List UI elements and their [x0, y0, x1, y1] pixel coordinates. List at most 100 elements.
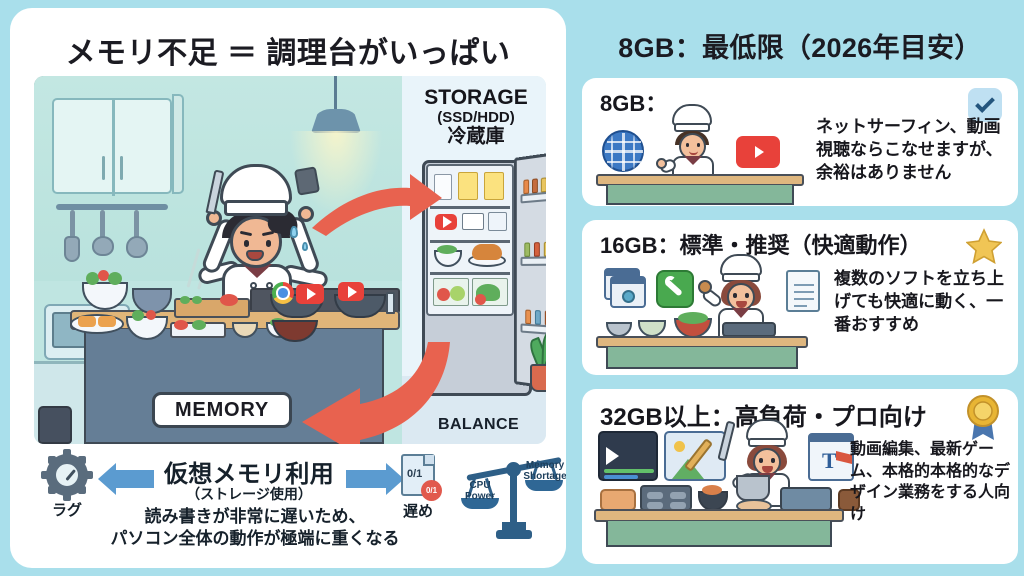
fridge-photo-icon: [488, 212, 507, 231]
document-line-2: [794, 291, 814, 293]
youtube-icon-counter: [296, 284, 324, 304]
medal-badge: [966, 395, 1000, 440]
photo-editor-icon: [664, 431, 726, 481]
tier-card-16gb[interactable]: 16GB：標準・推奨（快適動作）: [582, 220, 1018, 375]
door-bottle-2: [532, 178, 538, 194]
door-bottle-3: [540, 177, 546, 193]
document-icon: 0/1 0/1: [401, 454, 442, 501]
salad-green-1: [86, 272, 99, 285]
fridge-apple: [437, 288, 450, 301]
fish-fillet-2: [98, 316, 116, 327]
gear-tooth-7: [48, 486, 56, 494]
chopped-tomato: [220, 294, 238, 306]
storage-label-line1: STORAGE: [424, 86, 528, 109]
pot-icon: [736, 475, 770, 501]
tray-green: [192, 320, 206, 330]
chef-mouth: [246, 250, 264, 261]
balance-scale-widget: CPU Power Memory Shortage: [458, 452, 566, 552]
door-bottle-6: [533, 242, 540, 257]
document-line-4: [794, 305, 807, 307]
plant-pot-icon: [530, 364, 546, 392]
video-editor-icon: [598, 431, 658, 481]
document-line-3: [794, 298, 814, 300]
settings-gear-icon: [622, 290, 635, 303]
burner-3: [647, 502, 663, 509]
pan-contents: [702, 485, 722, 495]
chef-eye-left: [733, 293, 737, 298]
balance-base-upper: [502, 522, 526, 532]
tier2-scene: [596, 254, 826, 370]
fridge-shelf-3: [430, 272, 510, 275]
utensil-hook-2: [100, 210, 105, 240]
door-shelf-3: [520, 323, 546, 336]
cabinet-handle-left: [102, 156, 105, 180]
chef-mouth: [689, 151, 698, 155]
trash-bin-icon: [38, 406, 72, 444]
counter-body: [606, 347, 798, 369]
blue-arrow-right: [346, 463, 404, 495]
slow-io-indicator: 0/1 0/1 遅め: [390, 454, 446, 521]
chef-hat-band: [224, 200, 288, 216]
burner-2: [670, 492, 686, 499]
wrench-icon: [656, 270, 694, 308]
utensil-rail: [56, 204, 168, 210]
refrigerator-interior: [426, 164, 514, 316]
globe-equator: [605, 150, 643, 153]
cabinet-handle-right: [120, 156, 123, 180]
door-bottle-5: [524, 242, 531, 257]
fridge-youtube-icon: [435, 214, 457, 230]
youtube-icon: [736, 136, 780, 168]
stacked-bowls: [606, 322, 632, 337]
slow-label: 遅め: [402, 503, 433, 520]
chef-eye-right: [697, 143, 700, 147]
balance-stand: [510, 470, 517, 532]
storage-label-group: STORAGE (SSD/HDD) 冷蔵庫: [406, 86, 546, 148]
tier-description-8gb: ネットサーフィン、動画視聴ならこなせますが、余裕はありません: [816, 117, 1003, 182]
gear-dial: [54, 462, 80, 488]
red-arrow-from-storage: [302, 342, 450, 444]
play-icon: [606, 447, 619, 465]
tier-description-32gb: 動画編集、最新ゲーム、本格的本格的なデザイン業務をする人向け: [850, 441, 1011, 523]
timeline-track-1: [604, 469, 654, 473]
tier-heading-16gb: 16GB：標準・推奨（快適動作）: [600, 233, 922, 258]
text-glyph: T: [822, 448, 837, 473]
door-bottle-1: [523, 179, 530, 195]
pendant-lamp-icon: [311, 109, 361, 133]
chef-collar: [732, 308, 750, 318]
upper-cabinet-side: [172, 94, 184, 194]
fridge-salad-green: [437, 245, 457, 254]
fridge-document-2: [458, 172, 478, 200]
gear-tooth-5: [48, 456, 56, 464]
balance-pan-left: [461, 498, 499, 509]
griddle-icon: [780, 487, 832, 511]
salad-green-2: [108, 272, 122, 285]
virtual-memory-explainer: ラグ 仮想メモリ利用 （ストレージ使用） 読み書きが非常に遅いため、 パソコン全…: [34, 449, 566, 560]
document-fold: [423, 455, 434, 466]
globe-parallel-2: [607, 161, 641, 163]
tier-description-16gb: 複数のソフトを立ち上げても快適に動く、一番おすすめ: [834, 269, 1004, 334]
spatula-icon: [64, 236, 80, 262]
gear-icon: [41, 449, 93, 501]
door-bottle-7: [543, 241, 546, 257]
lag-label: ラグ: [51, 502, 82, 519]
chef-collar: [684, 156, 702, 165]
green-bowl: [638, 320, 666, 337]
cooktop-icon: [722, 322, 776, 337]
sweat-drop-2: [302, 242, 308, 251]
chef-hand-left: [656, 158, 667, 169]
document-line-1: [794, 284, 814, 286]
globe-meridian-2: [611, 135, 613, 169]
tier-heading-8gb: 8GB：: [600, 91, 668, 116]
sweat-drop-1: [290, 226, 298, 238]
timeline-track-2: [604, 475, 638, 479]
sun-icon: [674, 441, 685, 452]
document-badge: 0/1: [421, 480, 442, 501]
strainer-icon: [126, 236, 148, 258]
door-shelf-2: [520, 256, 546, 266]
chopped-veg-1: [180, 296, 190, 304]
tier-card-8gb[interactable]: 8GB：: [582, 78, 1018, 206]
storage-label-line2: (SSD/HDD): [437, 108, 515, 126]
tier-card-32gb[interactable]: 32GB以上：高負荷・プロ向け: [582, 389, 1018, 564]
balance-base: [496, 530, 532, 539]
text-tool-icon: T: [808, 433, 854, 481]
